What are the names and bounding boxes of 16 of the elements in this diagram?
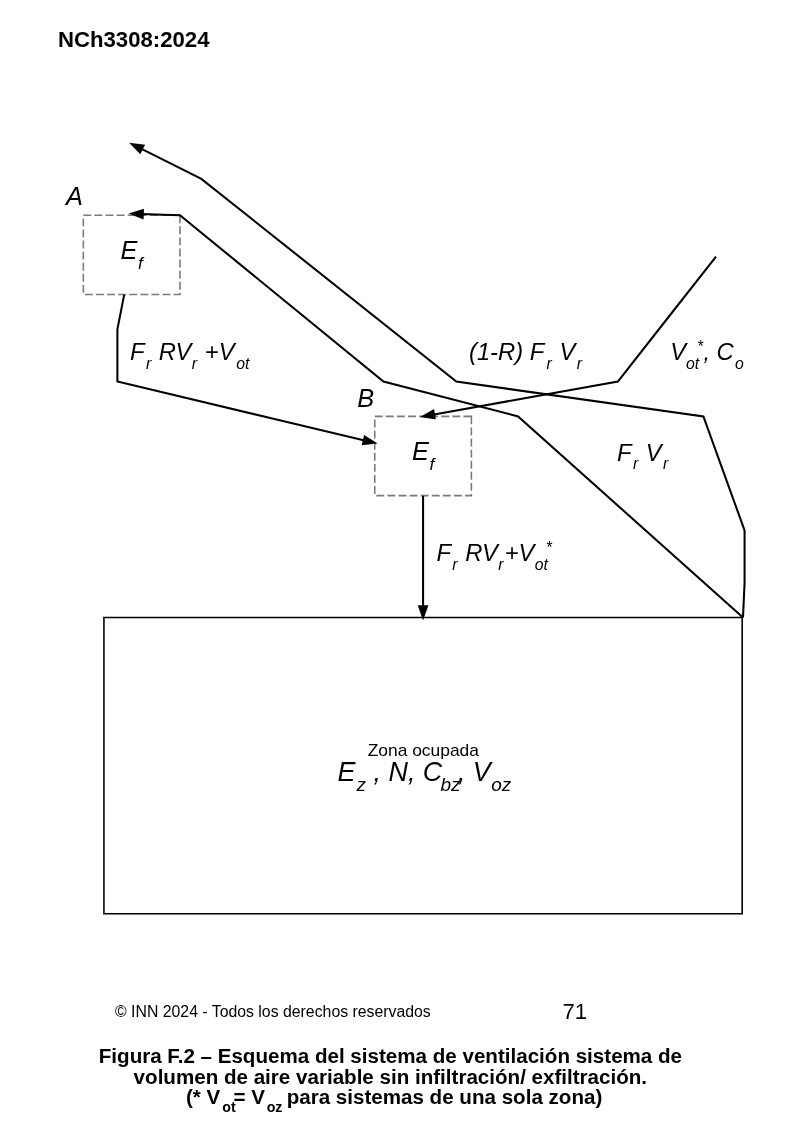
edge-label: V$_{ot}$$^{*}$, C$_{o}$ [669, 337, 744, 372]
edge-label: F$_{r}$ RV$_{r}$ +V$_{ot}$ [129, 338, 249, 372]
label: © INN 2024 - Todos los derechos reservados [114, 1003, 431, 1021]
label: NCh3308:2024 [57, 27, 210, 53]
node-box: E$_{f}$ [373, 415, 472, 497]
arrow [417, 495, 428, 621]
edge-label: F$_{r}$ V$_{r}$ [616, 438, 668, 473]
arrow [115, 294, 378, 446]
node-box: Zona ocupada E$_{z}$ , N, C$_{bz}$, V$_{oz}$ [102, 616, 743, 915]
node-label: B [356, 383, 374, 412]
edge-label: (1-R) F$_{r}$ V$_{r}$ [468, 338, 582, 372]
label: 71 [561, 999, 587, 1025]
arrow [419, 255, 717, 420]
caption: Figura F.2 – Esquema del sistema de ventilación sistema de volumen de aire variable sin infiltración/ exfiltración. (* V$_{ot}$= V$_{oz}$ para sistemas de una sola zona) [98, 1044, 682, 1116]
node-box: E$_{f}$ [82, 214, 181, 296]
node-label: A [65, 182, 83, 211]
